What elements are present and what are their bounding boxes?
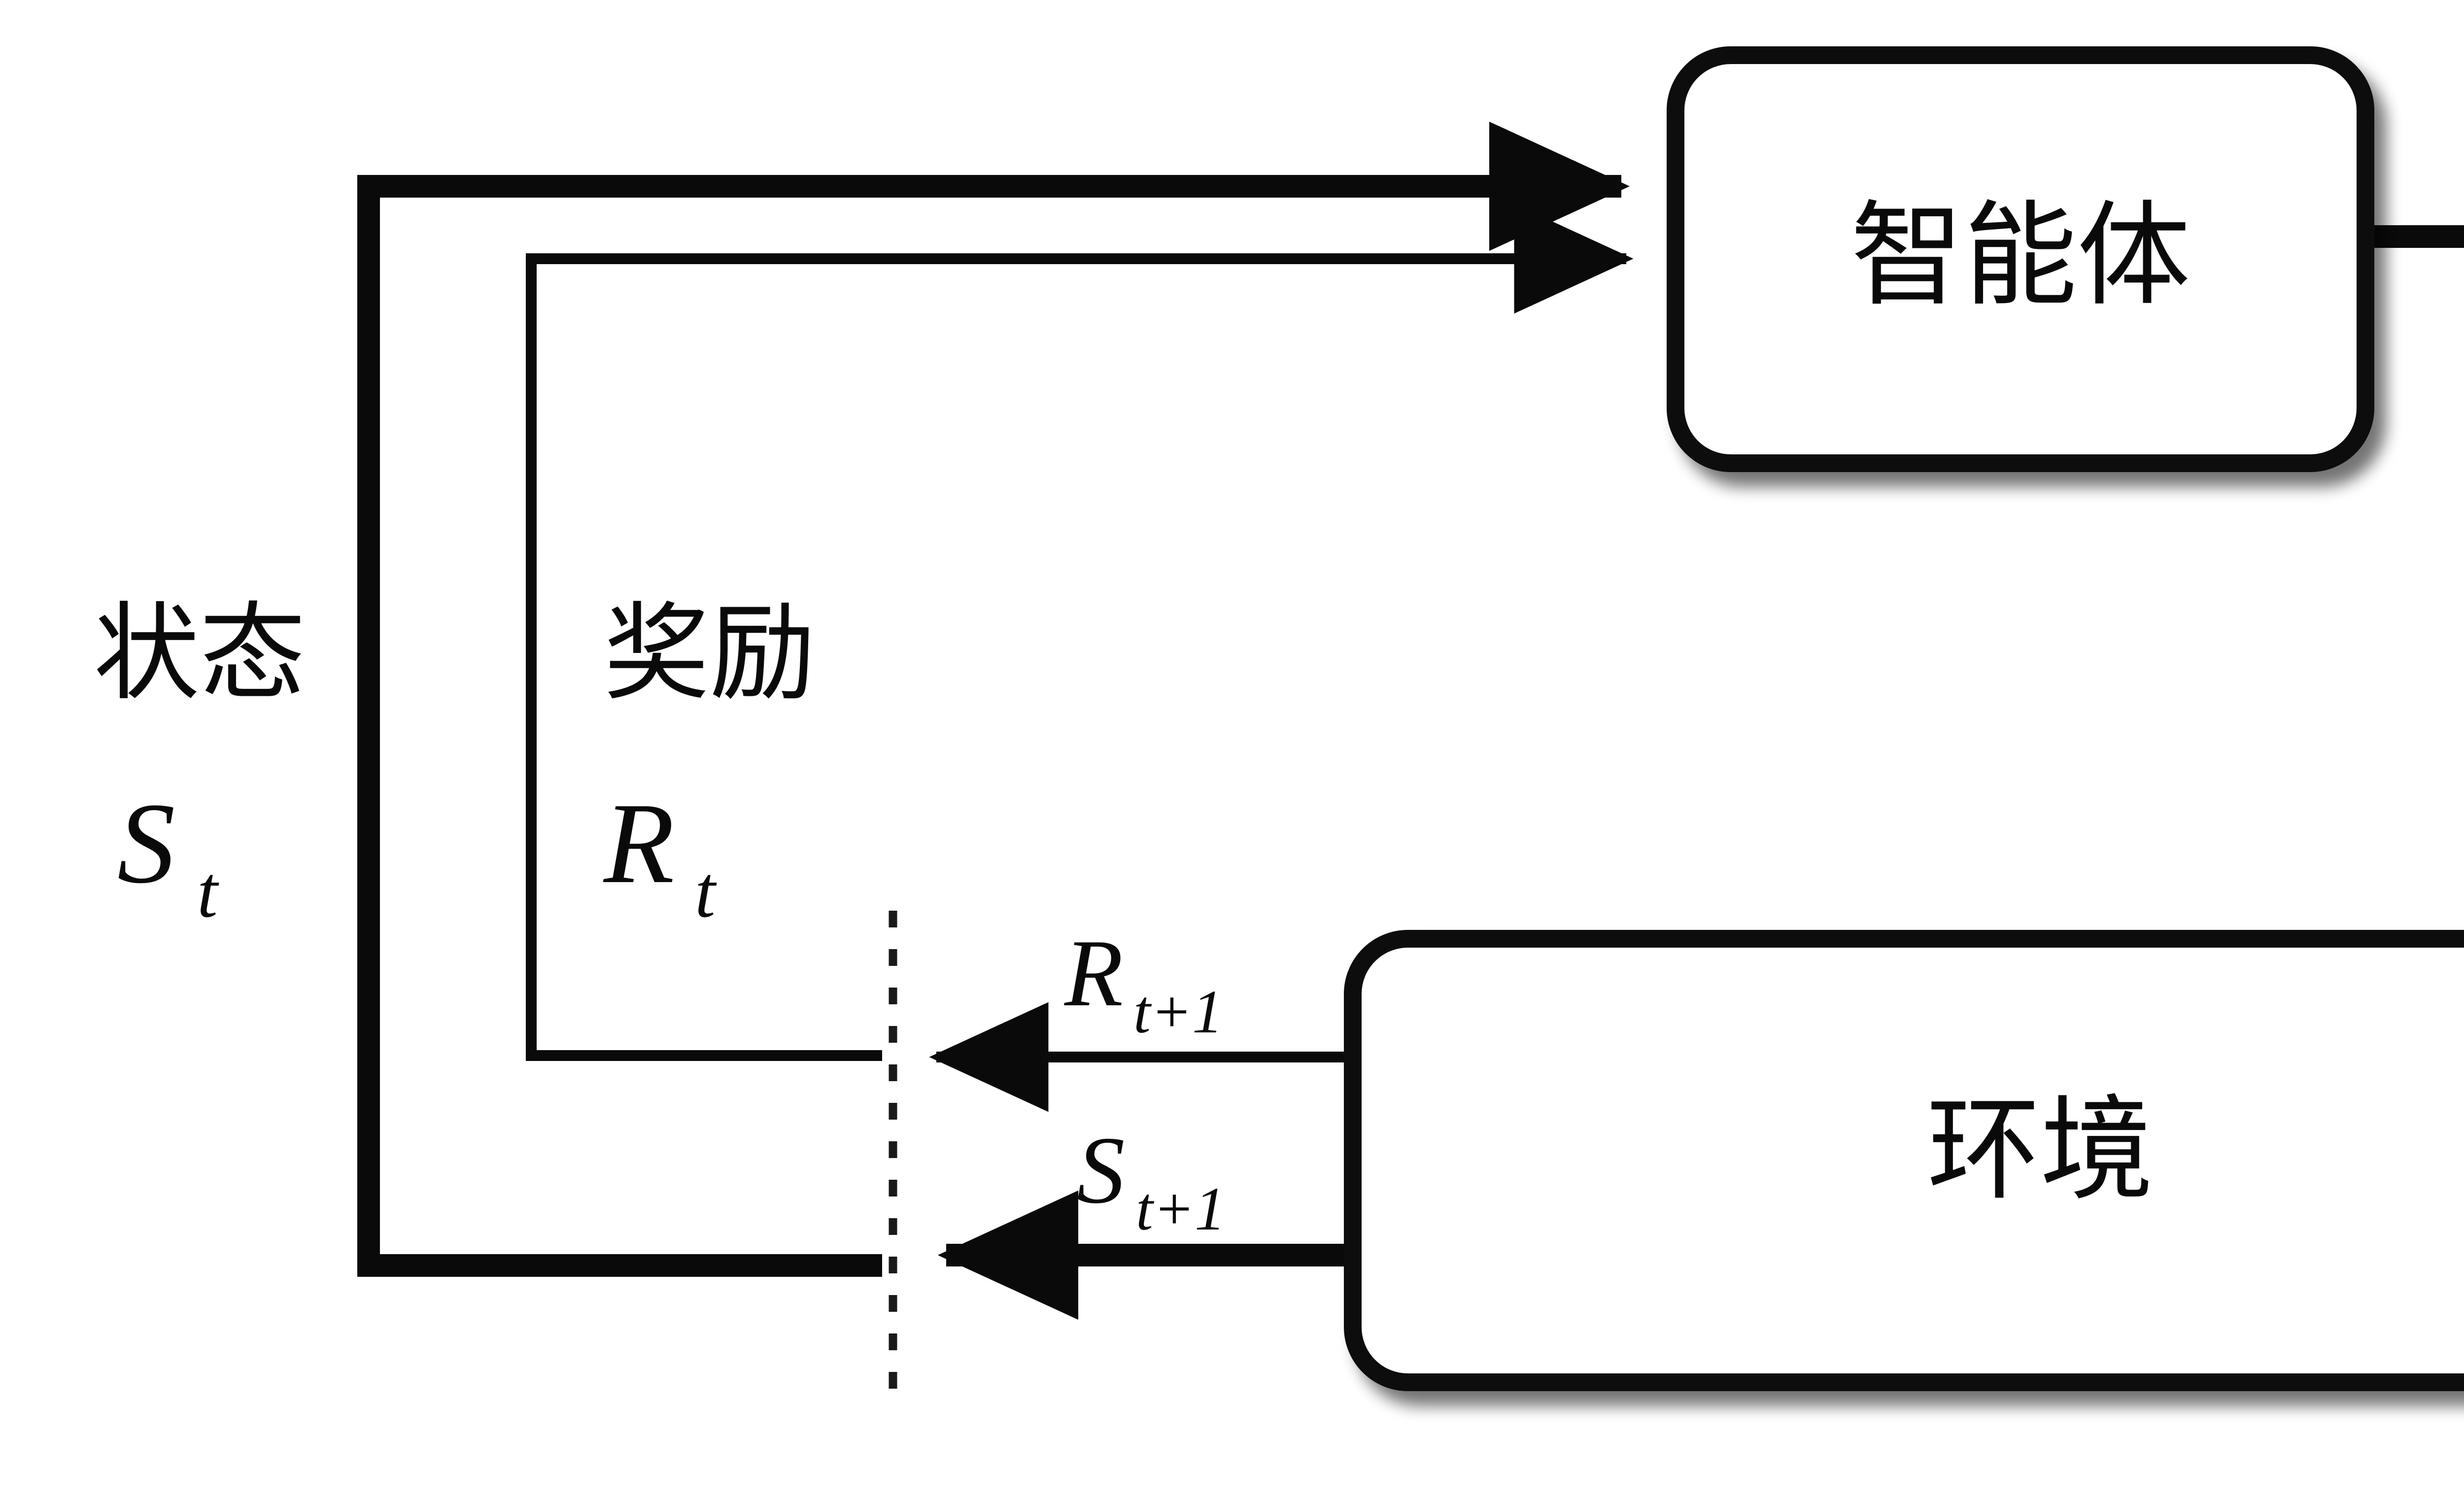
state-label-subscript: t [197,851,219,933]
state-feedback-path [357,121,1630,1277]
environment-node-label: 环境 [1927,1088,2154,1214]
reward-label-group: 奖励 R t [603,595,816,933]
next-reward-label-group: R t+1 [1063,920,1223,1046]
reward-label-subscript: t [695,851,717,933]
reward-label-symbol: R [603,779,675,907]
state-path-line [357,121,1630,1277]
next-state-label-group: S t+1 [1077,1117,1226,1243]
agent-node-box[interactable] [1667,46,2374,472]
reward-path-line [526,204,1634,1061]
state-label-group: 状态 S t [94,595,306,933]
environment-node-box[interactable] [1344,930,2464,1391]
state-label-symbol: S [117,779,175,907]
agent-node-label: 智能体 [1850,194,2190,319]
next-reward-label-subscript: t+1 [1133,978,1223,1046]
next-reward-label-symbol: R [1063,920,1123,1026]
reward-label-cn: 奖励 [604,595,816,713]
next-state-label-subscript: t+1 [1136,1175,1226,1243]
next-state-label-symbol: S [1077,1117,1125,1224]
environment-node[interactable] [1344,930,2464,1391]
state-label-cn: 状态 [94,595,306,713]
reward-feedback-path [526,204,1634,1061]
agent-node[interactable] [1667,46,2374,472]
